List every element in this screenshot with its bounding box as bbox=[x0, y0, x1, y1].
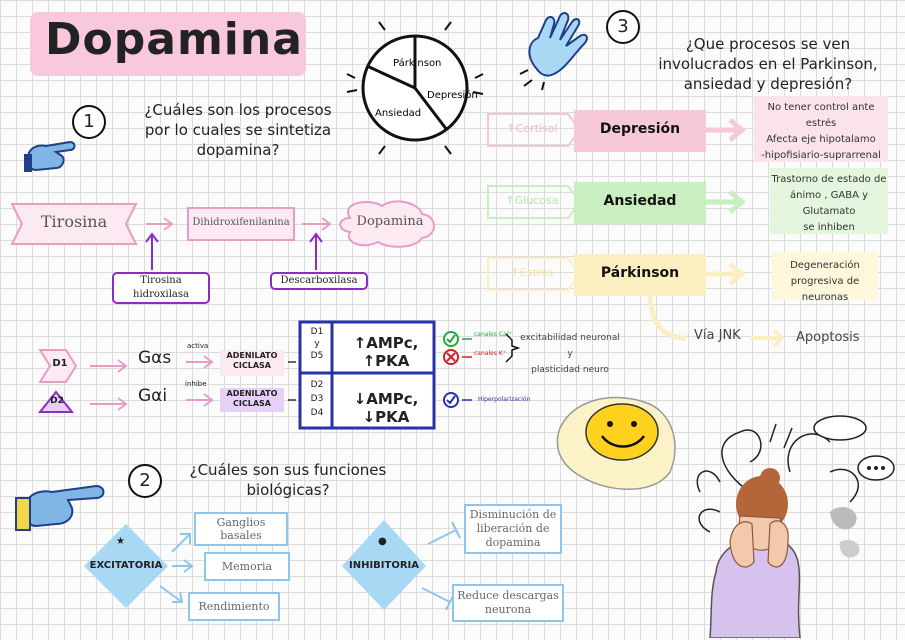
section-1-question: ¿Cuáles son los procesos por lo cuales s… bbox=[118, 100, 358, 160]
cause-cortisol: ↑Cortisol bbox=[506, 122, 558, 135]
apoptosis: Apoptosis bbox=[796, 330, 860, 345]
page-title: Dopamina bbox=[45, 14, 303, 65]
inhibitoria-label: INHIBITORIA bbox=[348, 560, 419, 571]
question-line: ¿Cuáles son los procesos bbox=[144, 101, 332, 119]
cross-canales-k: canales K⁺ bbox=[474, 350, 506, 357]
receptor-d1-label: D1 bbox=[52, 358, 68, 369]
disease-depresion: Depresión bbox=[599, 121, 681, 137]
pathway-tirosina: Tirosina bbox=[40, 212, 108, 231]
protein-gai: Gαi bbox=[138, 386, 168, 406]
title-highlight bbox=[30, 12, 306, 76]
pathway-dihidroxifenilanina: Dihidroxifenilanina bbox=[192, 217, 290, 228]
disease-ansiedad: Ansiedad bbox=[603, 193, 677, 209]
section-3-number: 3 bbox=[606, 10, 640, 44]
function-rendimiento: Rendimiento bbox=[188, 592, 280, 621]
pointing-hand-icon bbox=[24, 140, 76, 172]
via-jnk: Vía JNK bbox=[694, 328, 741, 343]
pie-label-parkinson: Párkinson bbox=[393, 57, 441, 69]
section-3-question: ¿Que procesos se ven involucrados en el … bbox=[658, 35, 878, 93]
section-2-number: 2 bbox=[128, 464, 162, 498]
enzyme-descarboxilasa: Descarboxilasa bbox=[270, 272, 368, 290]
arrow-right-icon bbox=[750, 328, 785, 348]
action-inhibe: inhibe bbox=[185, 380, 207, 388]
pathway-dopamina: Dopamina bbox=[356, 214, 424, 229]
stress-ball-illustration bbox=[556, 396, 676, 490]
disease-pie-chart: Párkinson Depresión Ansiedad bbox=[346, 21, 484, 155]
pointing-hand-icon bbox=[15, 484, 105, 531]
disease-parkinson: Párkinson bbox=[600, 265, 680, 281]
cause-estres: ↑Estrés bbox=[510, 266, 554, 279]
protein-gas: Gαs bbox=[138, 348, 172, 368]
excitatoria-diagram bbox=[84, 524, 194, 608]
receptor-table bbox=[298, 320, 436, 430]
table-row1-effect: ↑AMPc, ↑PKA bbox=[353, 334, 419, 370]
excitatoria-label: EXCITATORIA bbox=[89, 560, 163, 571]
dot-icon: ● bbox=[378, 536, 387, 547]
receptor-diagram bbox=[37, 349, 296, 413]
synthesis-pathway bbox=[10, 200, 435, 270]
check-hiperpolarizacion: Hiperpolarización bbox=[478, 396, 531, 403]
table-row2-effect: ↓AMPc, ↓PKA bbox=[353, 390, 419, 426]
enzyme-tirosina-hidroxilasa: Tirosina hidroxilasa bbox=[112, 272, 210, 304]
stressed-person-illustration bbox=[696, 415, 895, 638]
effect-icons bbox=[443, 331, 521, 408]
disease-rows bbox=[487, 110, 746, 341]
question-line: dopamina? bbox=[196, 141, 280, 159]
pie-label-ansiedad: Ansiedad bbox=[375, 108, 421, 119]
star-icon: ★ bbox=[116, 536, 125, 547]
cause-glucosa: ↑Glucosa bbox=[505, 194, 559, 207]
section-2-question: ¿Cuáles son sus funciones biológicas? bbox=[189, 461, 387, 499]
section-1-number: 1 bbox=[72, 105, 106, 139]
pie-label-depresion: Depresión bbox=[427, 89, 478, 101]
question-line: por lo cuales se sintetiza bbox=[144, 121, 332, 139]
function-memoria: Memoria bbox=[204, 552, 290, 581]
check-canales-ca: canales Ca²⁺ bbox=[474, 331, 513, 338]
waving-hand-icon bbox=[519, 12, 588, 91]
receptor-d2-label: D2 bbox=[50, 396, 64, 406]
action-activa: activa bbox=[187, 342, 209, 350]
